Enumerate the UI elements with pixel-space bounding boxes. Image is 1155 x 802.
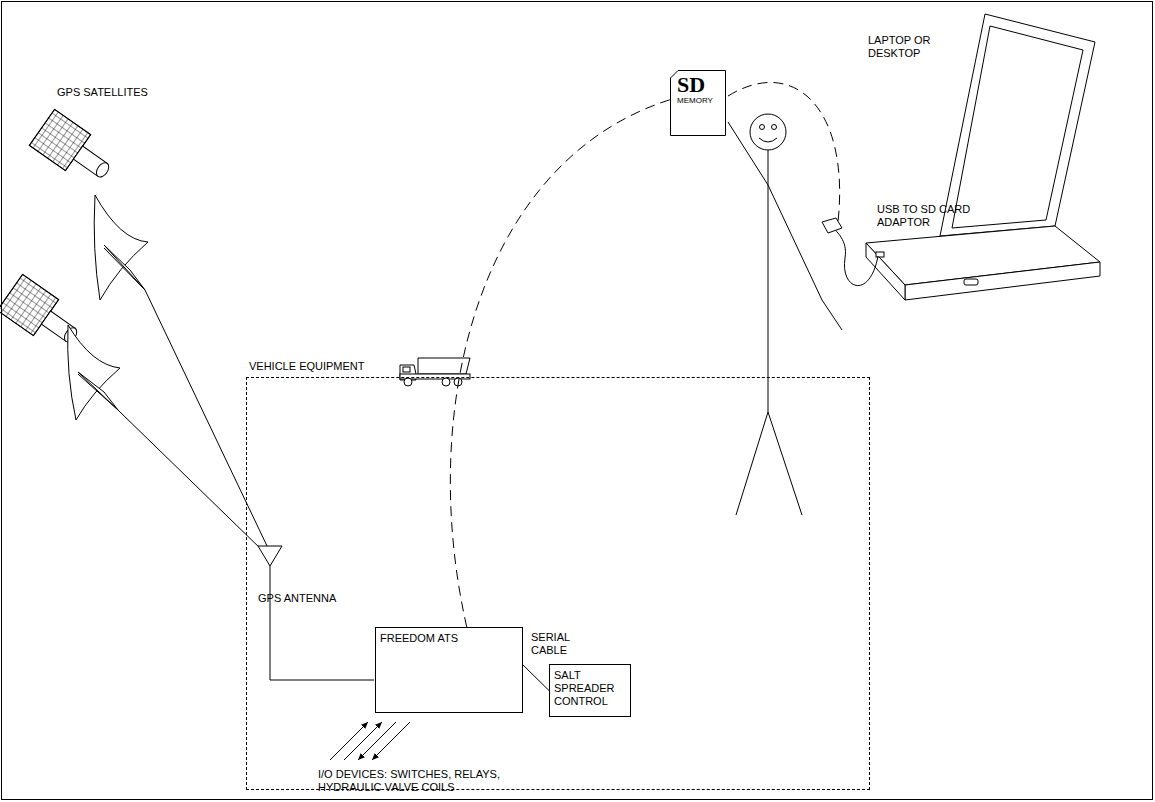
connector (450, 100, 670, 627)
card-caption: MEMORY (673, 96, 723, 105)
usb-adaptor (822, 218, 842, 233)
spreader-control-box: SALT SPREADER CONTROL (549, 664, 631, 717)
region-heading: VEHICLE EQUIPMENT (249, 360, 365, 373)
sd-card: SDMEMORY (670, 70, 726, 136)
gps-dish (68, 325, 120, 420)
cable-label: SERIAL CABLE (531, 631, 581, 657)
card-logo: SD (673, 74, 723, 96)
gps-signal (145, 290, 268, 548)
laptop (866, 14, 1100, 300)
gps-satellite (29, 109, 119, 190)
person (728, 114, 842, 515)
antenna-label: GPS ANTENNA (258, 592, 358, 605)
box-text: FREEDOM ATS (380, 632, 518, 645)
box-text: SALT SPREADER CONTROL (554, 669, 626, 708)
adaptor-label: USB TO SD CARD ADAPTOR (877, 203, 977, 229)
transfer-path (728, 82, 840, 222)
io-arrows (330, 722, 410, 760)
vehicle-boundary: VEHICLE EQUIPMENTFREEDOM ATSSALT SPREADE… (246, 377, 870, 790)
dump-truck (400, 358, 470, 386)
gps-signal (118, 410, 264, 552)
gps-dish (94, 195, 148, 300)
gps-antenna (258, 546, 374, 680)
controller-box: FREEDOM ATS (375, 627, 523, 713)
satellite-label: GPS SATELLITES (57, 86, 187, 99)
io-label: I/O DEVICES: SWITCHES, RELAYS, HYDRAULIC… (318, 768, 514, 794)
usb-cable (834, 228, 878, 286)
computer-label: LAPTOP OR DESKTOP (868, 34, 938, 60)
connector (523, 665, 549, 691)
